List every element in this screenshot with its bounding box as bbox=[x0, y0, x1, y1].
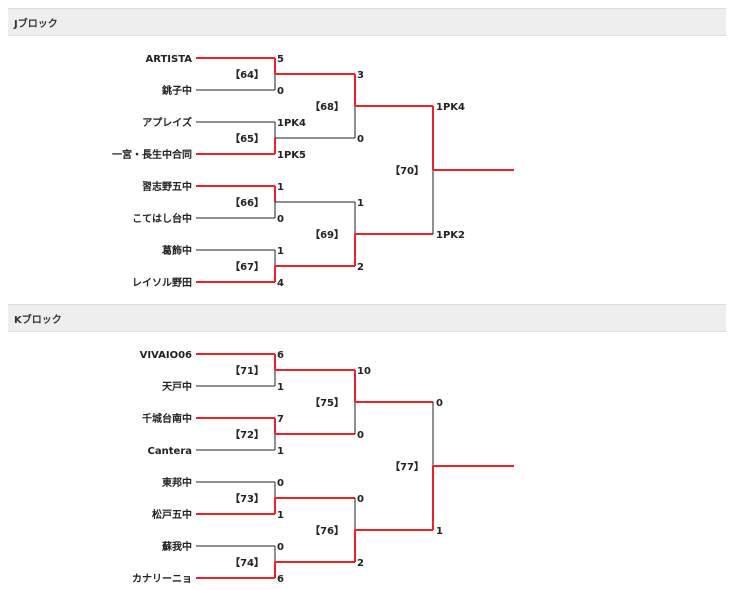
team-name: Cantera bbox=[148, 446, 192, 457]
score: 4 bbox=[277, 278, 284, 289]
match-label: 【74】 bbox=[230, 556, 264, 569]
match-label: 【70】 bbox=[390, 164, 424, 177]
score: 7 bbox=[277, 414, 284, 425]
team-name: 一宮・長生中合同 bbox=[112, 148, 192, 161]
block-title-k: Kブロック bbox=[14, 315, 62, 326]
score: 0 bbox=[357, 430, 364, 441]
score: 1 bbox=[277, 182, 284, 193]
score: 0 bbox=[277, 478, 284, 489]
score: 1 bbox=[277, 446, 284, 457]
match-label: 【73】 bbox=[230, 492, 264, 505]
match-label: 【72】 bbox=[230, 428, 264, 441]
block-header-j: Jブロック bbox=[8, 8, 726, 36]
team-name: 蘇我中 bbox=[161, 540, 192, 553]
score: 3 bbox=[357, 70, 364, 81]
score: 1 bbox=[277, 382, 284, 393]
score: 1PK2 bbox=[436, 230, 465, 241]
match-label: 【68】 bbox=[310, 100, 344, 113]
team-name: 銚子中 bbox=[162, 84, 192, 97]
team-name: ARTISTA bbox=[145, 54, 192, 65]
team-name: アプレイズ bbox=[142, 116, 192, 129]
score: 0 bbox=[357, 134, 364, 145]
score: 1PK5 bbox=[277, 150, 306, 161]
match-label: 【67】 bbox=[230, 260, 264, 273]
score: 1 bbox=[436, 526, 443, 537]
team-name: 葛飾中 bbox=[161, 244, 192, 257]
score: 1PK4 bbox=[436, 102, 465, 113]
score: 0 bbox=[436, 398, 443, 409]
score: 0 bbox=[277, 86, 284, 97]
match-label: 【76】 bbox=[310, 524, 344, 537]
score: 10 bbox=[357, 366, 371, 377]
match-label: 【75】 bbox=[310, 396, 344, 409]
score: 2 bbox=[357, 262, 364, 273]
team-name: 松戸五中 bbox=[152, 508, 192, 521]
team-name: 習志野五中 bbox=[142, 180, 192, 193]
bracket-k: VIVAIO06 天戸中 千城台南中 Cantera 東邦中 松戸五中 蘇我中 … bbox=[132, 350, 514, 585]
team-name: 天戸中 bbox=[162, 380, 192, 393]
block-title-j: Jブロック bbox=[14, 19, 58, 30]
block-header-k: Kブロック bbox=[8, 304, 726, 332]
match-label: 【65】 bbox=[230, 132, 264, 145]
team-name: 東邦中 bbox=[162, 476, 192, 489]
team-name: VIVAIO06 bbox=[140, 350, 192, 361]
score: 1 bbox=[357, 198, 364, 209]
team-name: カナリーニョ bbox=[132, 573, 192, 585]
score: 6 bbox=[277, 574, 284, 585]
score: 0 bbox=[277, 214, 284, 225]
score: 5 bbox=[277, 54, 284, 65]
score: 6 bbox=[277, 350, 284, 361]
team-name: こてはし台中 bbox=[132, 212, 192, 225]
match-label: 【77】 bbox=[390, 460, 424, 473]
score: 1PK4 bbox=[277, 118, 306, 129]
score: 0 bbox=[357, 494, 364, 505]
score: 1 bbox=[277, 510, 284, 521]
score: 1 bbox=[277, 246, 284, 257]
score: 0 bbox=[277, 542, 284, 553]
match-label: 【71】 bbox=[230, 364, 264, 377]
team-name: レイソル野田 bbox=[132, 277, 192, 289]
match-label: 【69】 bbox=[310, 228, 344, 241]
team-name: 千城台南中 bbox=[142, 412, 192, 425]
bracket-j: ARTISTA 銚子中 アプレイズ 一宮・長生中合同 習志野五中 こてはし台中 … bbox=[112, 54, 514, 289]
score: 2 bbox=[357, 558, 364, 569]
match-label: 【64】 bbox=[230, 68, 264, 81]
match-label: 【66】 bbox=[230, 196, 264, 209]
